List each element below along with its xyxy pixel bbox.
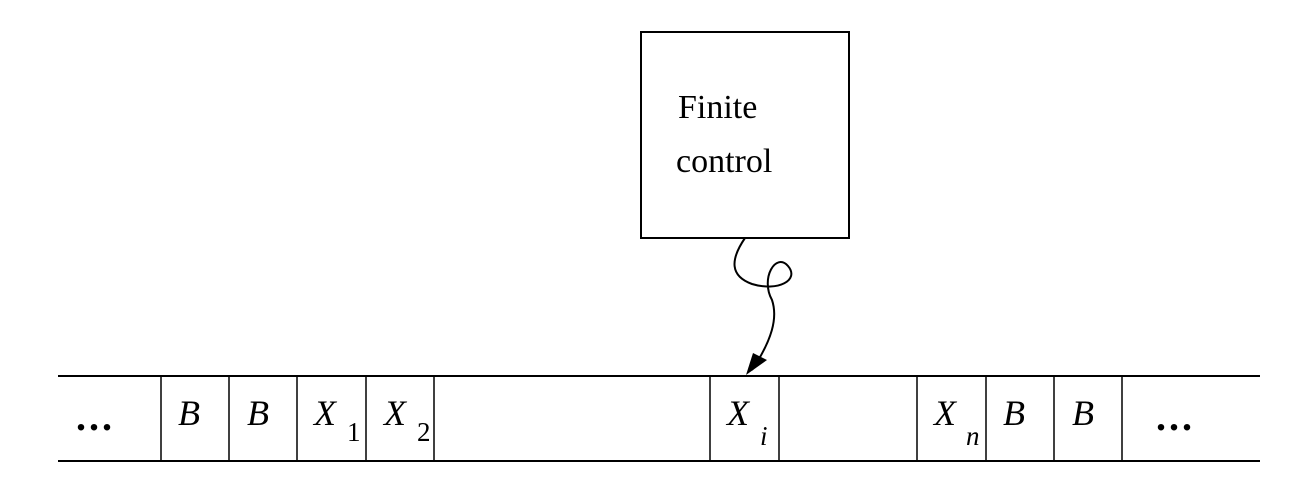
finite-control: Finite control <box>640 31 850 239</box>
cell-symbol: X <box>725 393 751 433</box>
tape-head-arrowhead <box>746 353 767 375</box>
tape-right-ellipsis: ... <box>1156 394 1195 439</box>
cell-symbol: X <box>312 393 338 433</box>
cell-subscript: 1 <box>347 417 361 447</box>
tape-cell-xn: X n <box>932 393 980 451</box>
finite-control-box <box>640 31 850 239</box>
cell-symbol: B <box>1003 393 1025 433</box>
tape-left-ellipsis: ... <box>76 394 115 439</box>
cell-symbol: X <box>932 393 958 433</box>
tape-cell-blank-3: B <box>1003 393 1025 433</box>
tape-cell-xi: X i <box>725 393 768 451</box>
finite-control-label-line2: control <box>676 143 772 180</box>
cell-subscript: 2 <box>417 417 431 447</box>
tape-head-arrow <box>733 237 793 371</box>
cell-symbol: X <box>382 393 408 433</box>
tape-cell-blank-4: B <box>1072 393 1094 433</box>
cell-symbol: B <box>247 393 269 433</box>
cell-symbol: B <box>178 393 200 433</box>
finite-control-label-line1: Finite <box>678 89 757 126</box>
cell-subscript: i <box>760 421 768 451</box>
tape-cell-blank-2: B <box>247 393 269 433</box>
cell-symbol: B <box>1072 393 1094 433</box>
tape-cell-dividers <box>160 376 1123 461</box>
tape-cell-x2: X 2 <box>382 393 431 447</box>
tape-cell-x1: X 1 <box>312 393 361 447</box>
cell-subscript: n <box>966 421 980 451</box>
tape-cell-blank-1: B <box>178 393 200 433</box>
